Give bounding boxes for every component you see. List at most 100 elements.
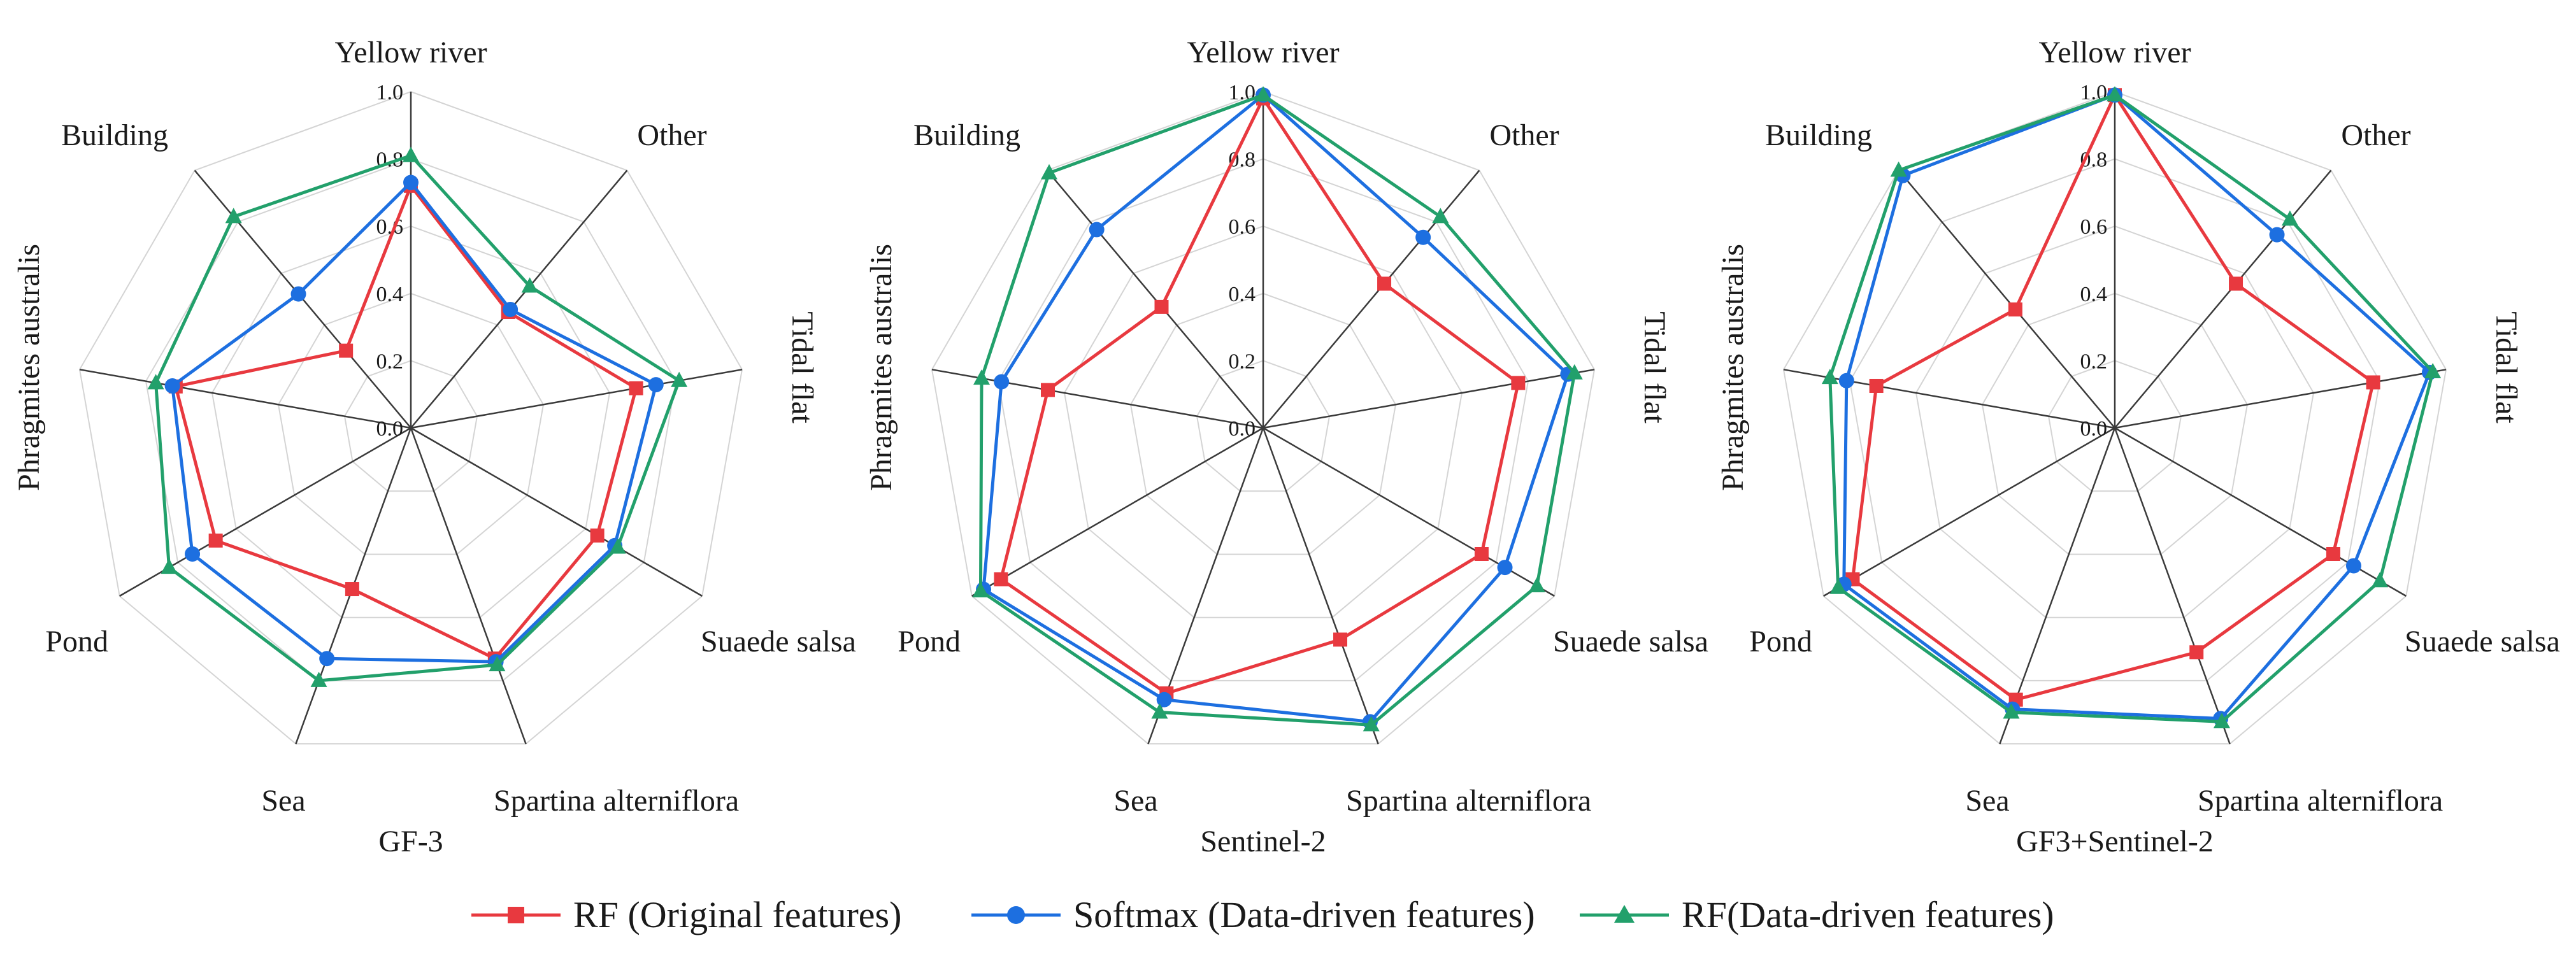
- axis-spoke: [1263, 169, 1480, 429]
- legend-marker-rf-data-driven: [1614, 905, 1635, 923]
- grid-ring: [2047, 360, 2182, 492]
- grid-ring: [78, 90, 743, 745]
- axis-spoke: [931, 369, 1264, 429]
- grid-ring: [145, 158, 677, 681]
- series-line-softmax-data-driven-features: [1842, 93, 2431, 720]
- data-point-rf-data-driven-features: [147, 374, 164, 390]
- axis-spoke: [410, 169, 628, 429]
- data-point-rf-original-features: [1474, 547, 1489, 561]
- tick-label: 0.4: [376, 283, 404, 306]
- data-point-rf-data-driven-features: [1829, 578, 1847, 594]
- series-line-softmax-data-driven-features: [982, 93, 1570, 723]
- axis-spoke: [79, 369, 411, 429]
- category-label-sea: Sea: [1113, 784, 1157, 818]
- category-label-other: Other: [1489, 118, 1559, 152]
- category-label-sea: Sea: [261, 784, 305, 818]
- data-point-softmax-data-driven-features: [1089, 222, 1105, 238]
- data-point-softmax-data-driven-features: [503, 301, 519, 317]
- data-point-rf-data-driven-features: [972, 582, 989, 598]
- data-point-rf-original-features: [629, 381, 643, 395]
- grid-ring: [1849, 158, 2381, 681]
- data-point-softmax-data-driven-features: [1156, 692, 1172, 707]
- grid-ring: [1782, 90, 2447, 745]
- data-point-softmax-data-driven-features: [2345, 558, 2361, 574]
- chart-title: GF3+Sentinel-2: [2016, 825, 2214, 858]
- data-point-rf-data-driven-features: [2372, 572, 2389, 588]
- tick-label: 0.6: [2080, 215, 2108, 239]
- axis-spoke: [1823, 427, 2115, 597]
- legend: RF (Original features) Softmax (Data-dri…: [471, 894, 2054, 935]
- grid-ring: [343, 360, 478, 492]
- axis-spoke: [410, 427, 527, 744]
- data-point-softmax-data-driven-features: [1497, 560, 1513, 576]
- tick-label: 0.2: [376, 350, 404, 373]
- data-point-rf-data-driven-features: [310, 671, 327, 687]
- category-label-yellow-river: Yellow river: [334, 36, 487, 69]
- chart-title: Sentinel-2: [1200, 825, 1326, 858]
- data-point-rf-original-features: [2366, 375, 2380, 390]
- grid-ring: [931, 90, 1596, 745]
- series-line-rf-original-features: [999, 97, 1520, 695]
- data-point-rf-data-driven-features: [2424, 362, 2442, 378]
- category-label-spartina-alterniflora: Spartina alterniflora: [1346, 784, 1591, 818]
- grid-ring: [1196, 360, 1331, 492]
- data-point-softmax-data-driven-features: [994, 374, 1010, 390]
- data-point-rf-original-features: [2229, 276, 2243, 291]
- category-label-spartina-alterniflora: Spartina alterniflora: [494, 784, 739, 818]
- data-point-rf-data-driven-features: [1890, 161, 1907, 177]
- axis-spoke: [2114, 169, 2332, 429]
- data-point-rf-data-driven-features: [2281, 210, 2298, 226]
- axis-spoke: [1783, 369, 2115, 429]
- category-label-building: Building: [913, 118, 1020, 152]
- grid-ring: [997, 158, 1529, 681]
- data-point-rf-data-driven-features: [1151, 703, 1168, 719]
- series-line-rf-original-features: [1850, 93, 2375, 702]
- category-label-building: Building: [1765, 118, 1872, 152]
- data-point-softmax-data-driven-features: [185, 546, 201, 562]
- data-point-rf-original-features: [1511, 376, 1526, 390]
- axis-spoke: [1898, 169, 2115, 429]
- tick-label: 0.0: [1229, 417, 1256, 441]
- category-label-tidal-flat: Tidal flat: [2489, 311, 2523, 423]
- category-label-sea: Sea: [1965, 784, 2009, 818]
- category-label-tidal-flat: Tidal flat: [785, 311, 819, 423]
- data-point-rf-original-features: [1869, 378, 1884, 393]
- category-label-other: Other: [637, 118, 706, 152]
- data-point-rf-original-features: [1377, 276, 1392, 291]
- data-point-rf-data-driven-features: [161, 558, 178, 574]
- category-label-suaede-salsa: Suaede salsa: [701, 625, 856, 658]
- tick-label: 0.6: [1229, 215, 1256, 239]
- tick-label: 0.0: [376, 417, 404, 441]
- data-point-rf-original-features: [339, 343, 354, 358]
- tick-label: 1.0: [376, 81, 404, 104]
- legend-label-softmax: Softmax (Data-driven features): [1073, 894, 1535, 935]
- tick-label: 0.0: [2080, 417, 2108, 441]
- category-label-tidal-flat: Tidal flat: [1638, 311, 1671, 423]
- category-label-pond: Pond: [1749, 625, 1812, 658]
- grid-ring: [1129, 292, 1397, 555]
- data-point-rf-data-driven-features: [2003, 703, 2020, 719]
- legend-marker-softmax: [1007, 906, 1025, 924]
- data-point-softmax-data-driven-features: [1415, 229, 1431, 245]
- series-line-rf-data-driven-features: [154, 153, 681, 683]
- data-point-softmax-data-driven-features: [1838, 373, 1854, 388]
- axis-spoke: [1999, 427, 2116, 744]
- data-point-rf-original-features: [2008, 302, 2022, 316]
- data-point-rf-original-features: [2189, 645, 2204, 660]
- series-line-rf-data-driven-features: [978, 93, 1577, 727]
- tick-label: 0.4: [2080, 283, 2108, 306]
- category-label-phragmites-australis: Phragmites australis: [864, 244, 898, 491]
- category-label-yellow-river: Yellow river: [2038, 36, 2191, 69]
- data-point-rf-data-driven-features: [403, 146, 419, 162]
- category-label-pond: Pond: [898, 625, 961, 658]
- data-point-rf-data-driven-features: [1041, 164, 1058, 180]
- data-point-softmax-data-driven-features: [164, 378, 180, 394]
- axis-spoke: [2114, 427, 2407, 597]
- category-label-other: Other: [2341, 118, 2410, 152]
- legend-label-rf-original: RF (Original features): [573, 894, 901, 935]
- chart-title: GF-3: [378, 825, 443, 858]
